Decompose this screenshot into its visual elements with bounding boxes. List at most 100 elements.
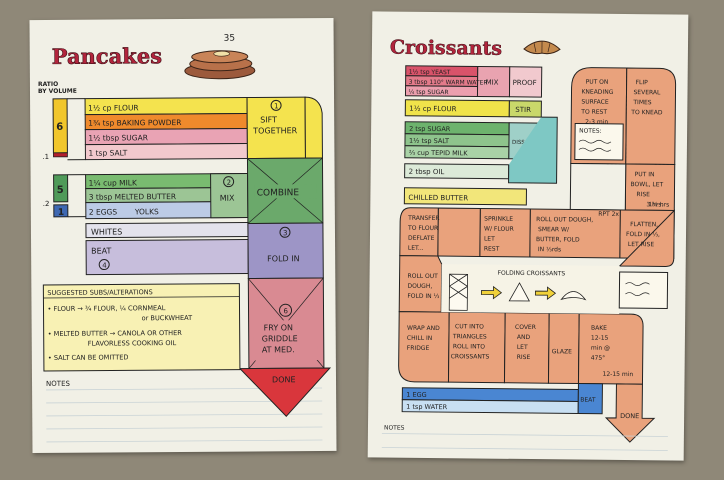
ingredient-salt: 1½ tsp SALT: [409, 137, 449, 145]
dry-ingredient-labels: 1½ cp FLOUR 1¾ tsp BAKING POWDER 1½ tbsp…: [88, 103, 181, 157]
notes-label: NOTES: [46, 380, 71, 388]
ratio-label-2: BY VOLUME: [38, 88, 77, 95]
ingredient-sugar-2: 2 tsp SUGAR: [409, 125, 451, 133]
subs-title: SUGGESTED SUBS/ALTERATIONS: [47, 288, 152, 297]
step-transfer: DEFLATE: [408, 235, 435, 242]
step-number-circle: [279, 303, 293, 317]
step-put-on: 2-3 min: [585, 119, 608, 126]
step-wrap: WRAP AND: [407, 325, 440, 332]
sub-item: • FLOUR → ¾ FLOUR, ¼ CORNMEAL: [47, 304, 165, 313]
beat-box: [577, 383, 603, 415]
step-roll-out: FOLD IN ⅓: [407, 293, 439, 300]
beat-label: BEAT: [91, 246, 111, 255]
croissant-icon: [523, 40, 561, 55]
ingredient-egg: 1 EGG: [406, 391, 426, 399]
step-number: 2: [227, 179, 232, 187]
step-put-on: TO REST: [580, 109, 607, 116]
step-fold-text: FOLD IN: [267, 254, 299, 263]
step-number: 6: [284, 307, 289, 315]
step-fry-text: GRIDDLE: [262, 334, 298, 343]
done-label: DONE: [272, 375, 296, 384]
step-fry-text: FRY ON: [264, 323, 293, 332]
step-sift-text: TOGETHER: [252, 126, 297, 135]
ratio-bar-salt: [53, 152, 68, 158]
folding-diagram: [448, 273, 587, 311]
wet-ingredient-labels: 1¼ cup MILK 3 tbsp MELTED BUTTER 2 EGGS …: [89, 178, 177, 216]
ratio-bar-egg: [53, 204, 69, 218]
step-bake: min @: [591, 345, 610, 352]
step-sprinkle: W/ FLOUR: [484, 226, 514, 233]
ingredient-yeast: 1½ tsp YEAST: [409, 69, 451, 76]
mix-label: MIX: [486, 79, 499, 87]
step-transfer: LET...: [408, 245, 424, 252]
scribble: [625, 282, 650, 296]
fry-label-bg: [253, 320, 318, 361]
step-put-in-bowl: RISE: [636, 191, 650, 198]
ratio-number: 6: [56, 122, 63, 133]
step-cover: RISE: [517, 354, 531, 361]
teal-connector: [508, 116, 558, 184]
snake-notes-box: [574, 122, 624, 161]
step-number: 4: [102, 262, 107, 270]
stir-box: [508, 100, 542, 118]
ingredient-flour: 1½ cp FLOUR: [409, 105, 456, 113]
step-wrap: CHILL IN: [407, 335, 432, 342]
pancake-stack-icon: [184, 50, 256, 80]
step-roll-smear: ROLL OUT DOUGH,: [536, 216, 593, 224]
step-bake: BAKE: [591, 325, 607, 332]
step-roll-smear: SMEAR W/: [538, 226, 570, 233]
yolks-label: YOLKS: [134, 207, 159, 216]
sub-item: FLAVORLESS COOKING OIL: [88, 339, 177, 348]
step-flip: FLIP: [636, 79, 649, 86]
step-number: 3: [283, 229, 288, 237]
page-number: 35: [224, 34, 236, 44]
step-put-in-bowl: PUT IN: [635, 171, 655, 178]
step-flip: TIMES: [632, 99, 651, 106]
step-cut: CROISSANTS: [451, 353, 490, 360]
step-bake: 475°: [591, 355, 606, 362]
ingredient-oil: 2 tbsp OIL: [409, 168, 445, 176]
ratio-mark: .2: [43, 200, 50, 208]
ratio-bar-wet: [53, 174, 69, 203]
step-number-circle: [279, 226, 291, 238]
done-arrow: [604, 383, 656, 443]
step-number-circle: [98, 259, 110, 271]
sub-item: or BUCKWHEAT: [142, 314, 194, 322]
yeast-labels: 1½ tsp YEAST 3 tbsp 110° WARM WATER ¼ ts…: [408, 69, 536, 96]
chilled-butter-row: [403, 187, 527, 206]
egg-row: [401, 387, 579, 403]
ratio-mark: .1: [42, 153, 49, 161]
dry-ingredients: [84, 97, 248, 161]
chilled-butter: CHILLED BUTTER: [408, 194, 468, 203]
ingredient-eggs: 2 EGGS: [89, 207, 118, 216]
bake-time: 12-15 min: [603, 371, 634, 378]
step-number-circle: [270, 99, 282, 111]
step-roll-out: DOUGH,: [407, 283, 432, 290]
sub-item: • SALT CAN BE OMITTED: [48, 353, 129, 362]
step-wrap: FRIDGE: [407, 345, 430, 352]
step-sprinkle: REST: [484, 246, 500, 253]
folding-title: FOLDING CROISSANTS: [498, 270, 566, 278]
croissants-drawing: Croissants 1½ tsp YEAST 3 tbsp 110° WARM…: [381, 36, 677, 451]
step-cover: AND: [517, 334, 531, 341]
ingredient-sugar: 1½ tbsp SUGAR: [88, 133, 148, 142]
ratio-label: RATIO: [38, 81, 58, 88]
step-roll-out: ROLL OUT: [408, 273, 439, 280]
step-roll-smear: IN ⅓rds: [538, 246, 561, 253]
step-glaze: GLAZE: [552, 348, 572, 355]
done-arrow: [238, 367, 332, 418]
snake-labels: PUT ON KNEADING SURFACE TO REST 2-3 min …: [407, 79, 664, 379]
step-bake: 12-15: [591, 335, 609, 342]
step-flip: TO KNEAD: [630, 109, 663, 116]
beat-row: [85, 239, 249, 276]
process-snake: [398, 67, 677, 385]
step-cover: LET: [517, 344, 528, 351]
step-fry-text: AT MED.: [262, 345, 295, 354]
step-cut: ROLL INTO: [453, 343, 485, 350]
step-flatten: LET RISE: [628, 241, 655, 248]
step-roll-smear: BUTTER, FOLD: [536, 236, 580, 243]
notes-label: NOTES: [384, 425, 405, 432]
ingredient-milk: 1¼ cup MILK: [89, 178, 138, 187]
scribble: [578, 139, 612, 152]
wet-ingredients: [85, 173, 249, 220]
